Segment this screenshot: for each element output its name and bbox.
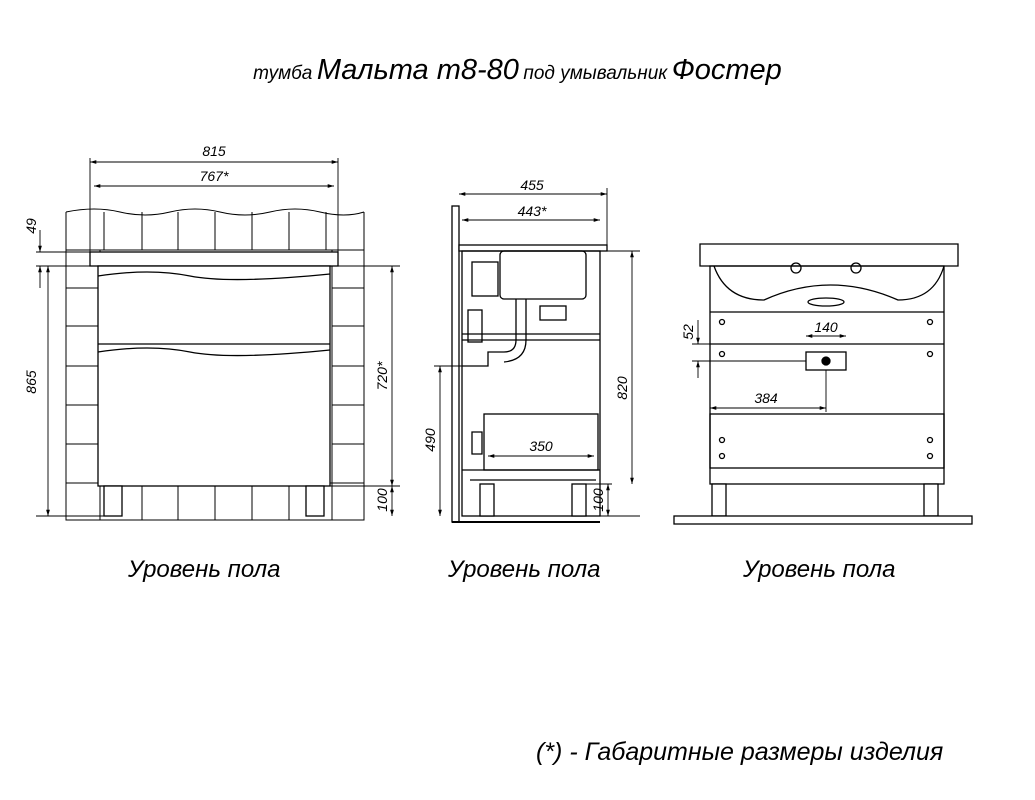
dimensions-note: (*) - Габаритные размеры изделия	[536, 738, 944, 766]
rear-panel	[471, 261, 499, 297]
basin-bowl	[499, 250, 587, 300]
dim-height-body: 720*	[374, 361, 390, 390]
dim-leg-height: 100	[374, 488, 390, 512]
front-dimensions	[36, 158, 400, 517]
side-dimension-labels: 455 443* 820 100 490 350	[422, 177, 630, 512]
title-part-4: Фостер	[671, 54, 782, 86]
front-leg-right	[305, 485, 325, 517]
back-leg-left	[711, 483, 727, 517]
side-leg-left	[479, 483, 495, 517]
dim-depth-inner: 443*	[518, 203, 547, 219]
basin-profile	[713, 265, 945, 301]
wall-section	[451, 205, 460, 523]
cabinet-body	[97, 265, 331, 487]
shelf	[462, 333, 600, 341]
drawing-title: тумба Мальта т8-80 под умывальник Фостер	[0, 54, 1035, 87]
tap-hole-left	[790, 262, 802, 274]
siphon-pipe	[462, 299, 517, 367]
back-dimension-labels: 52 140 384	[680, 319, 838, 406]
tile-wall	[65, 208, 365, 521]
washbasin-top	[89, 251, 339, 267]
dim-mount-width: 140	[814, 319, 838, 335]
basin-top	[458, 244, 608, 252]
back-view	[673, 243, 973, 525]
drawer-handle-2	[97, 347, 331, 357]
back-drawer	[709, 413, 945, 469]
drain	[807, 297, 845, 307]
basin-rim	[699, 243, 959, 267]
back-leg-right	[923, 483, 939, 517]
side-body	[461, 250, 601, 517]
dim-drawer-depth: 350	[529, 438, 553, 454]
floor-label-side: Уровень пола	[448, 556, 601, 583]
front-view	[36, 158, 400, 521]
title-part-3: под умывальник	[523, 63, 668, 84]
side-view	[434, 188, 640, 523]
title-part-1: тумба	[253, 63, 313, 84]
floor-label-back: Уровень пола	[743, 556, 896, 583]
dim-side-leg: 100	[590, 488, 606, 512]
side-leg-right	[571, 483, 587, 517]
dim-offset: 384	[754, 390, 778, 406]
drawer-handle-1	[97, 271, 331, 281]
title-part-2: Мальта т8-80	[316, 54, 519, 86]
dim-width-inner: 767*	[200, 168, 229, 184]
dim-gap: 52	[680, 324, 696, 340]
dim-drain-height: 490	[422, 428, 438, 452]
dim-width-total: 815	[202, 143, 226, 159]
floor-label-front: Уровень пола	[128, 556, 281, 583]
back-floor	[673, 515, 973, 525]
side-dimensions	[434, 188, 640, 517]
dim-top-thickness: 49	[23, 218, 39, 234]
back-body	[709, 265, 945, 485]
dim-depth-total: 455	[520, 177, 544, 193]
front-dimension-labels: 815 767* 49 865 720* 100	[23, 143, 390, 512]
front-leg-left	[103, 485, 123, 517]
back-dimensions	[692, 320, 846, 412]
dim-height-total: 865	[23, 370, 39, 394]
tap-hole-right	[850, 262, 862, 274]
dim-side-height: 820	[614, 376, 630, 400]
